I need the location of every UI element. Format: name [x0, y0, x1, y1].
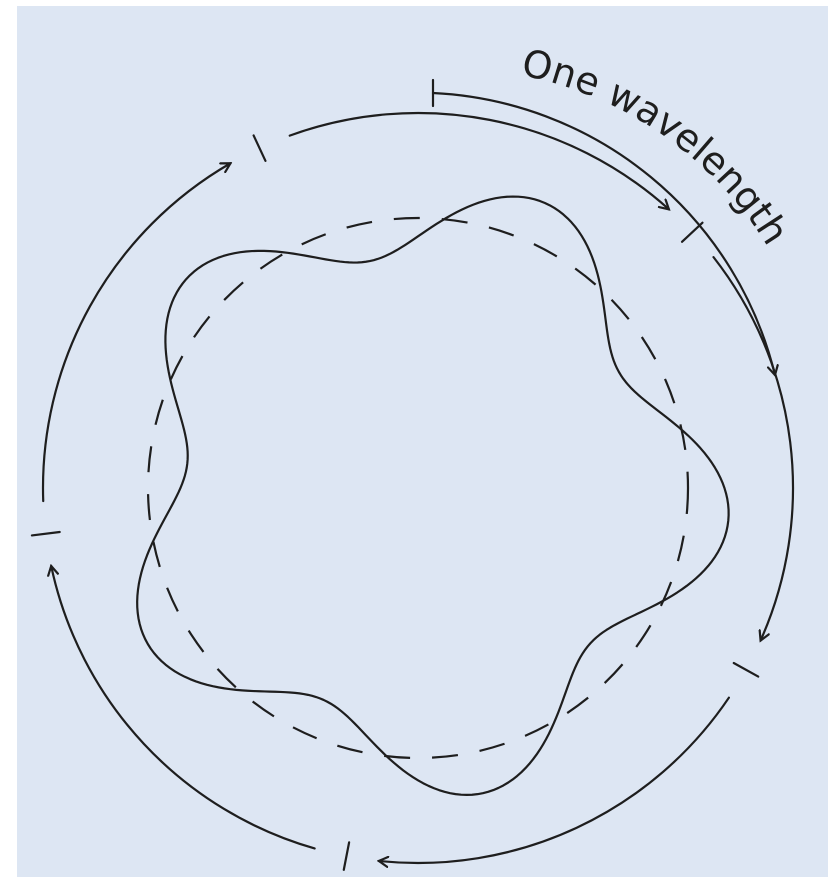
outer-arrow-arc	[43, 163, 231, 501]
outer-arrow-arc	[51, 566, 314, 849]
tick-mark	[734, 663, 758, 677]
one-wavelength-bracket-arrow	[433, 93, 775, 375]
wavelength-label-path: One wavelength	[518, 41, 797, 253]
wavelength-tick-marks	[32, 135, 758, 869]
tick-mark	[344, 842, 349, 869]
wavelength-label: One wavelength	[518, 41, 797, 253]
outer-arrow-arc	[714, 257, 793, 640]
standing-wave-loop	[137, 197, 728, 795]
outer-arrow-arc	[290, 113, 669, 209]
tick-mark	[254, 135, 266, 160]
tick-mark	[32, 532, 60, 535]
dashed-reference-orbit	[148, 218, 688, 758]
outer-arrow-ring	[43, 113, 793, 863]
